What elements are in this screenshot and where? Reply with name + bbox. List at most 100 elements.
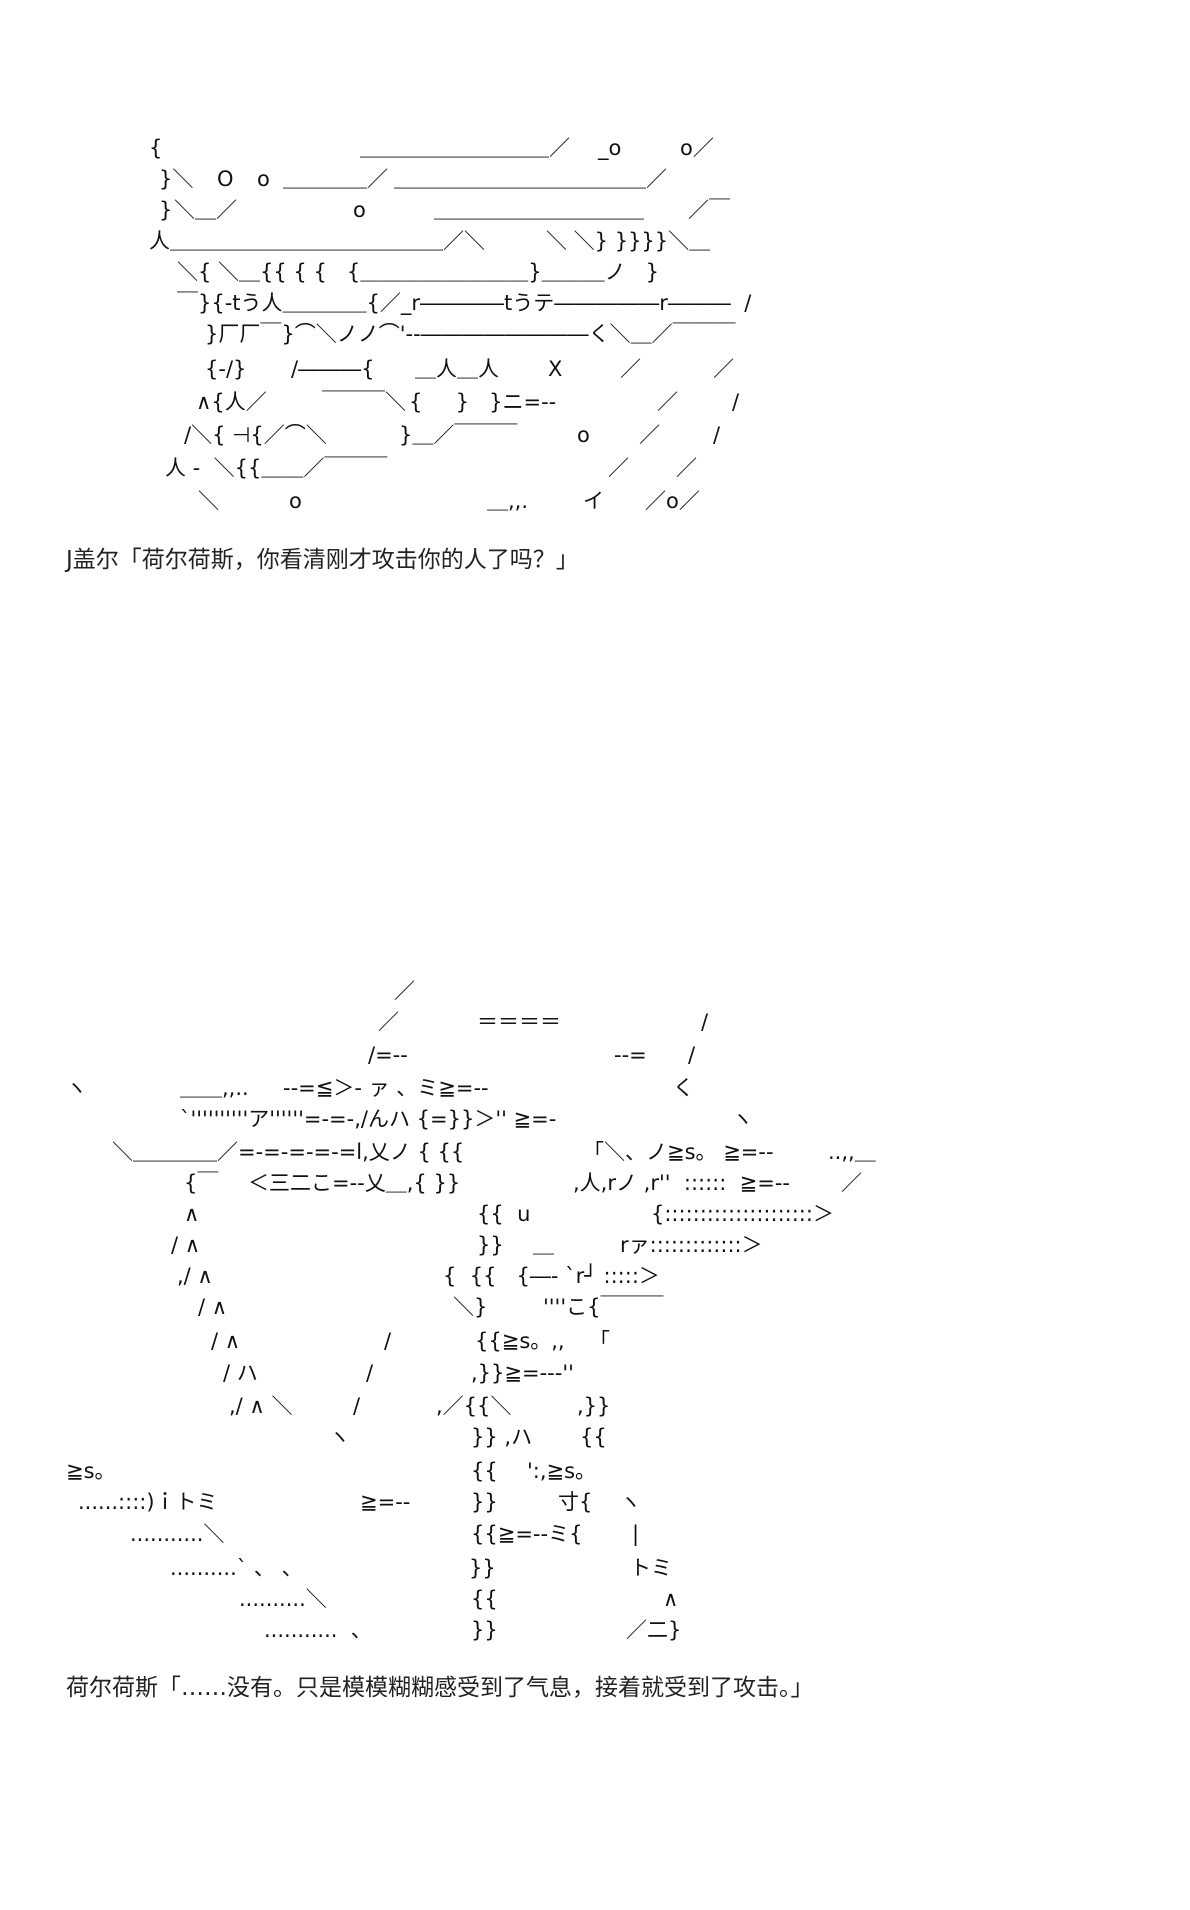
ascii-art-segment: ,}}≧=---'' [471, 1361, 574, 1385]
ascii-art-segment: | [632, 1522, 640, 1546]
ascii-art-segment: {{ [471, 1587, 498, 1611]
ascii-art-segment: /=-- [368, 1043, 408, 1067]
ascii-art-segment: ..........` 、 、 [170, 1556, 303, 1580]
ascii-art-segment: ＿＿＿＿／ [283, 167, 388, 191]
ascii-art-segment: ＜三二こ=--乂＿,{ }} [248, 1171, 461, 1195]
ascii-art-segment: ＿人＿人 [415, 357, 499, 381]
ascii-art-segment: ヽ [732, 1107, 753, 1131]
ascii-art-segment: ＼＿／ [174, 198, 237, 222]
ascii-art-segment: }厂厂￣}⌒＼ノノ⌒'‐-――――――――く＼＿／￣￣￣ [205, 322, 736, 346]
ascii-art-segment: O [217, 167, 234, 191]
ascii-art-segment: --=≦＞- ァ 、ミ≧=-- [283, 1076, 489, 1100]
ascii-art-segment: ...........＼ [130, 1522, 225, 1546]
ascii-art-segment: }} [471, 1618, 498, 1642]
ascii-art-segment: }} [477, 1233, 504, 1257]
ascii-art-segment: ':,≧s。 [527, 1459, 597, 1483]
ascii-art-segment: ,／{{＼ [436, 1394, 512, 1418]
ascii-art-segment: ≧=-- [360, 1490, 411, 1514]
ascii-art-segment: {{ [580, 1425, 607, 1449]
ascii-art-segment: ヽ [329, 1425, 350, 1449]
ascii-art-segment: 「＼、ノ≧s。 ≧=-- [583, 1140, 774, 1164]
ascii-art-segment: ........... 、 [264, 1618, 372, 1642]
ascii-art-segment: / [384, 1329, 392, 1353]
ascii-art-segment: o [289, 489, 302, 513]
ascii-art-segment: X [548, 357, 563, 381]
ascii-art-segment: ,/ ∧ ＼ [229, 1394, 293, 1418]
ascii-art-segment: /―――{ [291, 357, 375, 381]
ascii-art-segment: ／￣ [688, 198, 730, 222]
ascii-art-segment: o [353, 198, 366, 222]
ascii-art-segment: ＿＿＿＿＿＿＿＿＿＿ [434, 198, 644, 222]
ascii-art-segment: ＝＝＝＝ [477, 1010, 561, 1034]
ascii-art-segment: 寸{ [558, 1490, 593, 1514]
ascii-art-segment: ／ [639, 423, 660, 447]
ascii-art-segment: ≧s。 [66, 1459, 116, 1483]
ascii-art-segment: ／ [657, 390, 678, 414]
ascii-art-segment: ∧ [663, 1587, 679, 1611]
ascii-art-segment: ／ [841, 1171, 862, 1195]
ascii-art-segment: ＼ ＼} }}}}＼＿ [546, 229, 711, 253]
ascii-art-segment: ＼ [198, 489, 219, 513]
ascii-art-segment: {{ u [477, 1202, 531, 1226]
ascii-art-segment: ∧ [184, 1202, 200, 1226]
ascii-art-segment: / [701, 1010, 709, 1034]
ascii-art-segment: / [732, 390, 740, 414]
ascii-art-segment: ／二} [626, 1618, 682, 1642]
ascii-art-segment: ヽ [66, 1076, 87, 1100]
ascii-art-segment: / [353, 1394, 361, 1418]
ascii-art-segment: { [149, 136, 163, 160]
ascii-art-segment: --= [614, 1043, 647, 1067]
ascii-art-segment: /＼{ ⊣{／⌒＼ [184, 423, 327, 447]
ascii-art-segment: } [159, 198, 173, 222]
ascii-art-segment: o [257, 167, 270, 191]
dialogue-line-2: 荷尔荷斯「……没有。只是模模糊糊感受到了气息，接着就受到了攻击。」 [66, 1675, 814, 1701]
ascii-art-segment: o [577, 423, 590, 447]
ascii-art-segment: { {{ {―‐ `r┘ :::::＞ [443, 1264, 660, 1288]
ascii-art-segment: ,/ ∧ [177, 1264, 213, 1288]
ascii-art-segment: ..,,＿ [828, 1140, 876, 1164]
ascii-art-segment: 人＿＿＿＿＿＿＿＿＿＿＿＿＿／＼ [149, 229, 485, 253]
ascii-art-segment: / [366, 1361, 374, 1385]
ascii-art-segment: }} [469, 1556, 496, 1580]
ascii-art-segment: {{ [471, 1459, 498, 1483]
ascii-art-segment: く [673, 1076, 694, 1100]
ascii-art-segment: / [713, 423, 721, 447]
ascii-art-segment: ＼＿＿＿＿／=-=-=-=-=l,乂ノ { {{ [112, 1140, 465, 1164]
ascii-art-segment: ＿＿＿＿＿＿＿＿＿＿＿＿／ [394, 167, 667, 191]
ascii-art-segment: rァ:::::::::::::＞ [620, 1233, 763, 1257]
ascii-art-segment: ／ [676, 456, 697, 480]
ascii-art-segment: `''''''''''ア''''''=-=-,/んハ {=}}＞'' ≧=- [180, 1107, 557, 1131]
ascii-art-segment: ￣￣￣＼ [322, 390, 406, 414]
ascii-art-segment: _o [598, 136, 622, 160]
ascii-art-segment: {-/} [205, 357, 247, 381]
ascii-art-segment: 「 [589, 1329, 610, 1353]
ascii-art-segment: ／o／ [645, 489, 700, 513]
ascii-art-segment: }} [471, 1490, 498, 1514]
ascii-art-segment: {:::::::::::::::::::::＞ [651, 1202, 834, 1226]
ascii-art-segment: / ∧ [198, 1295, 228, 1319]
ascii-art-segment: ＿＿＿＿＿＿＿＿＿／ [360, 136, 570, 160]
ascii-art-segment: / ∧ [211, 1329, 241, 1353]
ascii-art-segment: ＼{ ＼＿{{ { { {＿＿＿＿＿＿＿＿}＿＿＿ノ } [177, 260, 659, 284]
ascii-art-segment: ／ [713, 357, 734, 381]
ascii-art-segment: ＿ [533, 1233, 554, 1257]
ascii-art-segment: ∧{人／ [196, 390, 267, 414]
ascii-art-segment: }} ,ハ [471, 1425, 533, 1449]
ascii-art-segment: ''''こ{￣￣￣ [543, 1295, 664, 1319]
ascii-art-segment: / [688, 1043, 696, 1067]
ascii-art-segment: ／ [620, 357, 641, 381]
dialogue-line-1: J盖尔「荷尔荷斯，你看清刚才攻击你的人了吗？」 [66, 547, 579, 573]
ascii-art-segment: ／ [378, 1010, 399, 1034]
ascii-art-segment: ＿＿,,.. [180, 1076, 249, 1100]
ascii-art-segment: {{≧=--ミ{ [471, 1522, 583, 1546]
ascii-art-segment: ￣}{-tう人＿＿＿＿{／_r――――tうテ―――――r――― / [177, 291, 752, 315]
ascii-art-segment: / ハ [223, 1361, 258, 1385]
ascii-art-segment: ／ [608, 456, 629, 480]
ascii-art-segment: }＼ [159, 167, 194, 191]
ascii-art-segment: トミ [630, 1556, 672, 1580]
ascii-art-segment: ,人,rノ ,r'' :::::: ≧=-- [573, 1171, 791, 1195]
ascii-art-segment: {{≧s。,, [475, 1329, 565, 1353]
ascii-art-segment: ＼} [453, 1295, 488, 1319]
ascii-art-segment: / ∧ [171, 1233, 201, 1257]
ascii-art-segment: ..........＼ [239, 1587, 327, 1611]
